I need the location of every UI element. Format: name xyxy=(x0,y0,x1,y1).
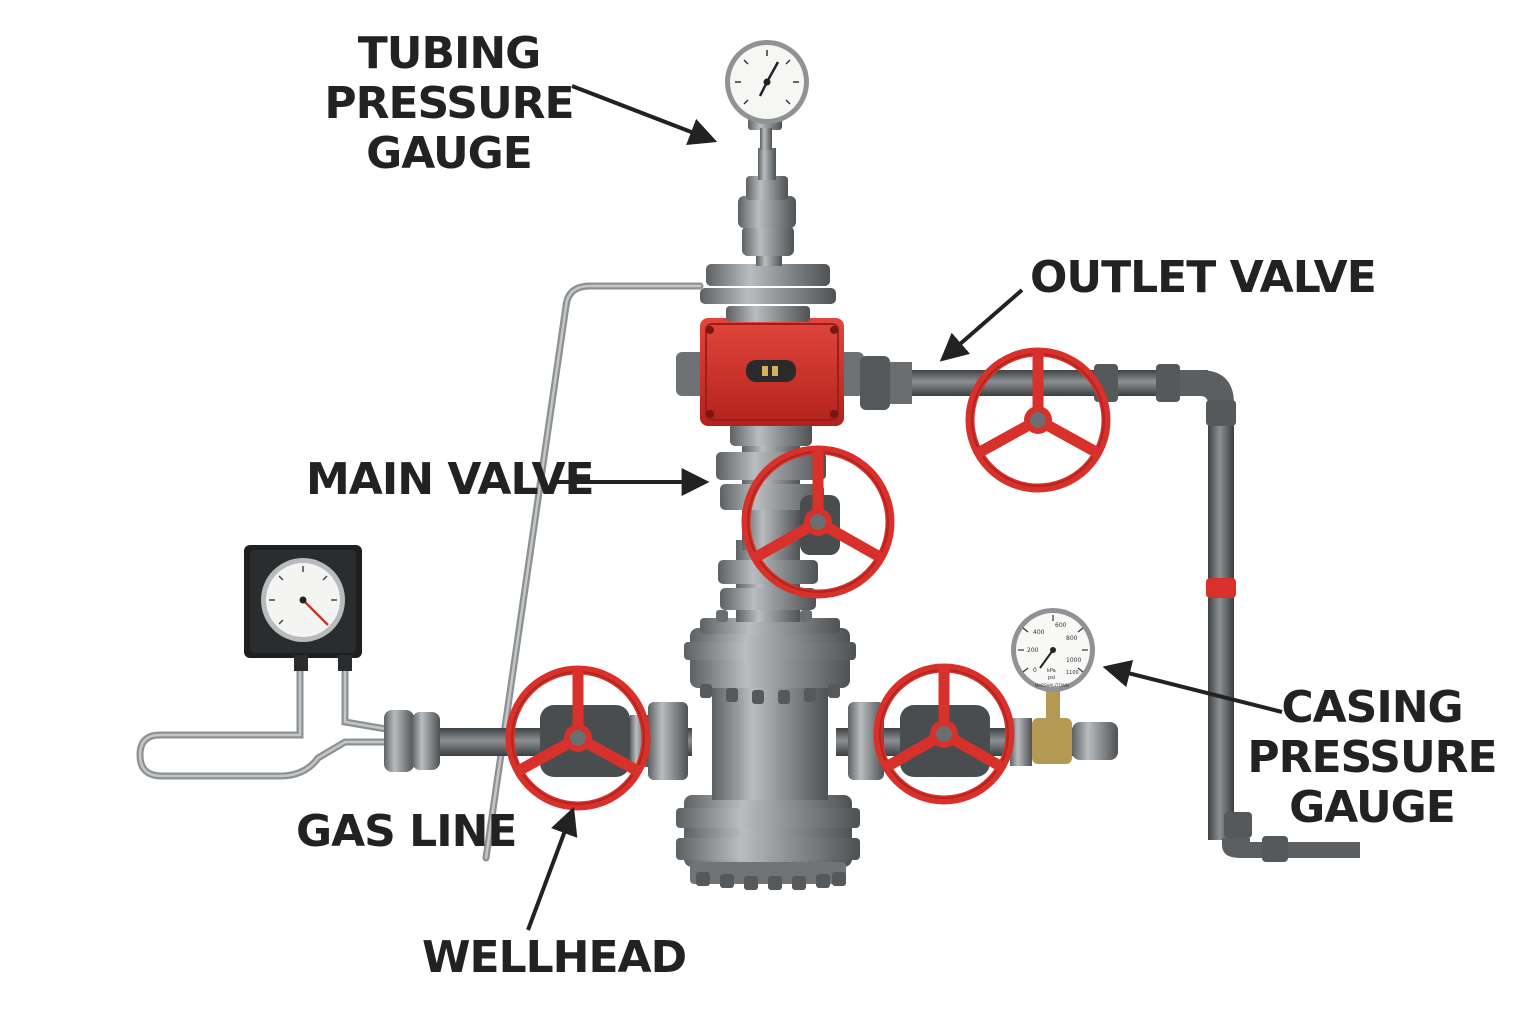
arrow-wellhead xyxy=(528,812,572,930)
gauge-brand: MARSHALLTOWN xyxy=(1035,683,1069,688)
outlet-line xyxy=(860,356,1360,862)
gauge-tick-200: 200 xyxy=(1027,647,1039,654)
label-wellhead: WELLHEAD xyxy=(422,932,686,983)
gauge-tick-0: 0 xyxy=(1033,667,1037,674)
gauge-unit-kpa: kPa xyxy=(1047,668,1056,674)
gauge-unit-psi: psi xyxy=(1048,675,1055,681)
tubing-pressure-gauge xyxy=(725,40,809,124)
label-main-valve: MAIN VALVE xyxy=(306,454,594,505)
arrow-tubing-gauge xyxy=(572,86,712,140)
arrow-outlet-valve xyxy=(944,290,1022,358)
label-casing-line3: GAUGE xyxy=(1289,782,1455,833)
gauge-tick-1100: 1100 xyxy=(1066,670,1079,676)
panel-pressure-gauge xyxy=(244,545,362,671)
gauge-tick-400: 400 xyxy=(1033,629,1045,636)
gauge-tick-800: 800 xyxy=(1066,635,1078,642)
gauge-tick-1000: 1000 xyxy=(1066,657,1081,664)
label-tubing-line2: PRESSURE xyxy=(324,78,573,129)
top-flange-assembly xyxy=(700,116,836,322)
outlet-valve-handwheel xyxy=(970,352,1106,488)
label-tubing-line3: GAUGE xyxy=(366,128,532,179)
label-gas-line: GAS LINE xyxy=(296,806,516,857)
label-outlet-valve: OUTLET VALVE xyxy=(1030,252,1376,303)
gauge-tick-600: 600 xyxy=(1055,622,1067,629)
wellhead-body xyxy=(676,420,860,890)
label-tubing-line1: TUBING xyxy=(358,28,541,79)
red-actuator-box xyxy=(676,318,864,426)
label-casing-line2: PRESSURE xyxy=(1247,732,1496,783)
label-casing-line1: CASING xyxy=(1281,682,1462,733)
arrow-casing-gauge xyxy=(1108,668,1282,712)
casing-pressure-gauge: 0 200 400 600 800 1000 1100 kPa psi MARS… xyxy=(1011,608,1095,708)
